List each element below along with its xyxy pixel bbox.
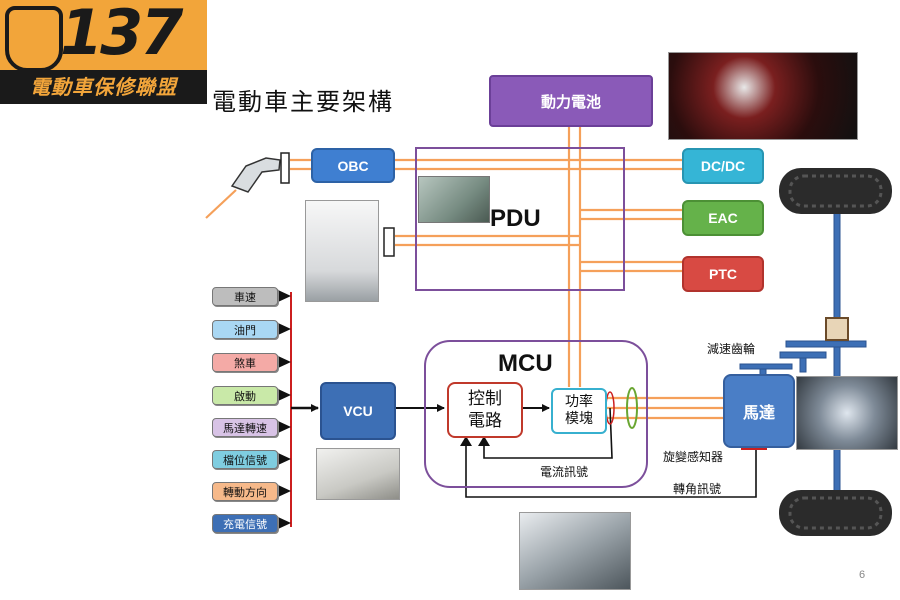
reducer-label: 減速齒輪 <box>707 342 756 356</box>
input-gear-signal: 檔位信號 <box>212 450 278 469</box>
vcu-box: VCU <box>320 382 396 440</box>
dcdc-box: DC/DC <box>682 148 764 184</box>
input-start: 啟動 <box>212 386 278 405</box>
control-circuit-box: 控制 電路 <box>447 382 523 438</box>
mcu-module-photo <box>519 512 631 590</box>
input-throttle: 油門 <box>212 320 278 339</box>
ptc-box: PTC <box>682 256 764 292</box>
current-signal-label: 電流訊號 <box>540 465 589 479</box>
mcu-frame <box>424 340 648 488</box>
connector-icon <box>383 227 395 257</box>
logo-number: 137 <box>60 0 183 69</box>
charging-gun-icon <box>230 152 290 193</box>
pdu-unit-photo <box>418 176 490 223</box>
differential-icon <box>825 317 849 341</box>
wheel-icon <box>779 168 892 536</box>
pdu-label: PDU <box>490 205 541 232</box>
angle-signal-label: 轉角訊號 <box>673 482 722 496</box>
input-charging-signal: 充電信號 <box>212 514 278 533</box>
eac-box: EAC <box>682 200 764 236</box>
logo-subtitle: 電動車保修聯盟 <box>0 70 207 104</box>
battery-box: 動力電池 <box>489 75 653 127</box>
charging-station-icon <box>305 200 379 302</box>
power-electronics-photo <box>668 52 858 140</box>
obc-box: OBC <box>311 148 395 183</box>
input-rotation-direction: 轉動方向 <box>212 482 278 501</box>
logo: 137 電動車保修聯盟 <box>0 0 207 104</box>
power-module-box: 功率 模塊 <box>551 388 607 434</box>
input-brake: 煞車 <box>212 353 278 372</box>
input-vehicle-speed: 車速 <box>212 287 278 306</box>
resolver-label: 旋變感知器 <box>663 450 724 464</box>
motor-box: 馬達 <box>723 374 795 448</box>
drivetrain <box>739 199 867 501</box>
gearbox-photo <box>796 376 898 450</box>
input-arrows <box>278 290 291 529</box>
page-title: 電動車主要架構 <box>212 88 394 116</box>
mcu-label: MCU <box>498 350 553 377</box>
page-number: 6 <box>859 569 866 581</box>
pdu-frame <box>415 147 625 291</box>
vcu-module-photo <box>316 448 400 500</box>
input-motor-speed: 馬達轉速 <box>212 418 278 437</box>
